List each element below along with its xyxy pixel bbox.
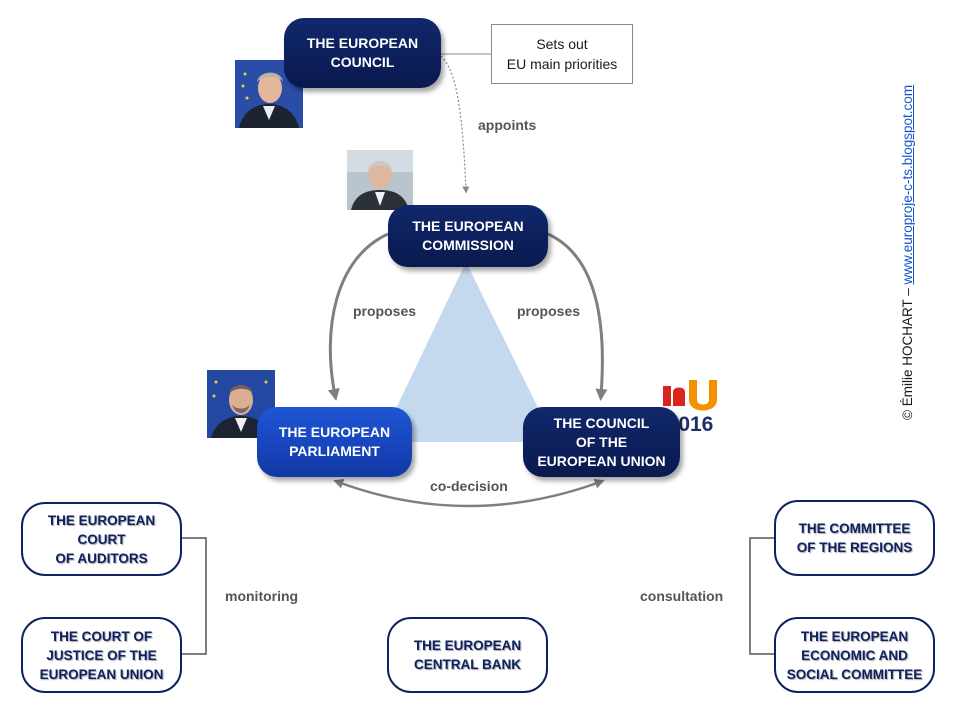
credit-author: © Émilie HOCHART – [900, 284, 915, 420]
appoints-label: appoints [478, 117, 537, 133]
consultation-bracket [749, 537, 774, 655]
court-of-justice-label: THE COURT OF JUSTICE OF THE EUROPEAN UNI… [39, 628, 164, 682]
priorities-note-line2: EU main priorities [506, 56, 618, 72]
economic-social-committee-label: THE EUROPEAN ECONOMIC AND SOCIAL COMMITT… [786, 628, 923, 682]
proposes-right-label: proposes [517, 303, 581, 319]
committee-of-regions-label: THE COMMITTEE OF THE REGIONS [796, 521, 913, 555]
appoints-arrow [440, 55, 470, 194]
european-commission-node[interactable]: THE EUROPEAN COMMISSION [388, 205, 548, 267]
co-decision-arrow [333, 479, 605, 508]
economic-social-committee-node[interactable]: THE EUROPEAN ECONOMIC AND SOCIAL COMMITT… [774, 617, 935, 693]
european-commission-label: THE EUROPEAN COMMISSION [412, 218, 524, 253]
proposes-arrow-right [547, 232, 608, 401]
priorities-note: Sets out EU main priorities [491, 24, 633, 84]
monitoring-label: monitoring [225, 588, 299, 604]
european-council-node[interactable]: THE EUROPEAN COUNCIL [284, 18, 441, 88]
court-of-auditors-label: THE EUROPEAN COURT OF AUDITORS [47, 512, 156, 566]
copyright-credit: © Émilie HOCHART – www.europroje-c-ts.bl… [900, 85, 915, 420]
council-eu-label: THE COUNCIL OF THE EUROPEAN UNION [537, 414, 666, 469]
court-of-justice-node[interactable]: THE COURT OF JUSTICE OF THE EUROPEAN UNI… [21, 617, 182, 693]
relationship-triangle [380, 262, 555, 442]
council-president-photo [235, 60, 303, 128]
committee-of-regions-node[interactable]: THE COMMITTEE OF THE REGIONS [774, 500, 935, 576]
central-bank-label: THE EUROPEAN CENTRAL BANK [413, 638, 522, 672]
proposes-arrow-left [327, 232, 389, 401]
credit-site-link[interactable]: www.europroje-c-ts.blogspot.com [900, 84, 915, 285]
european-parliament-node[interactable]: THE EUROPEAN PARLIAMENT [257, 407, 412, 477]
priorities-note-line1: Sets out [536, 36, 588, 52]
commission-president-photo [347, 150, 413, 210]
european-council-label: THE EUROPEAN COUNCIL [306, 35, 419, 70]
european-parliament-label: THE EUROPEAN PARLIAMENT [278, 424, 391, 459]
co-decision-label: co-decision [430, 478, 508, 494]
council-eu-node[interactable]: THE COUNCIL OF THE EUROPEAN UNION [523, 407, 680, 477]
court-of-auditors-node[interactable]: THE EUROPEAN COURT OF AUDITORS [21, 502, 182, 576]
proposes-left-label: proposes [353, 303, 417, 319]
monitoring-bracket [182, 537, 207, 655]
central-bank-node[interactable]: THE EUROPEAN CENTRAL BANK [387, 617, 548, 693]
consultation-label: consultation [640, 588, 724, 604]
